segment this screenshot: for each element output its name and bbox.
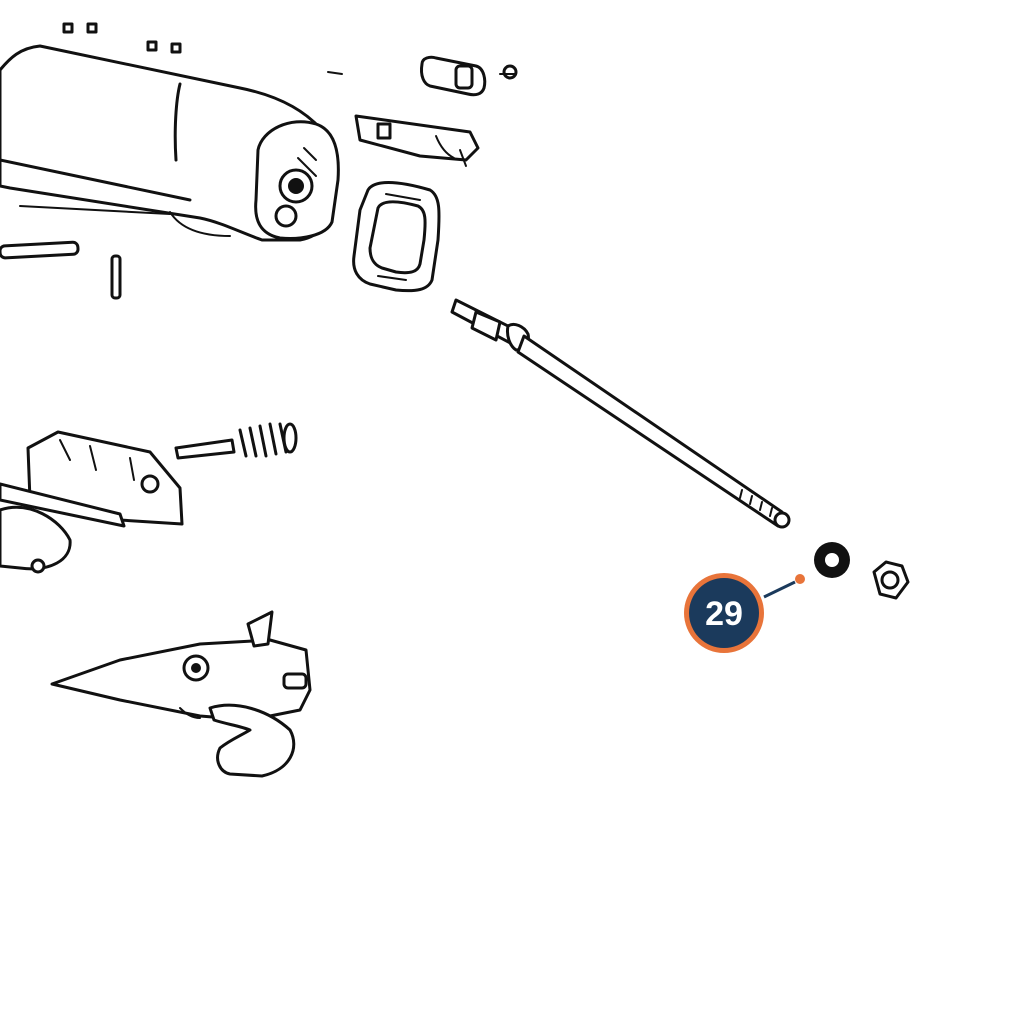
- bracket-part: [354, 114, 480, 167]
- spring-bolt-assembly: [174, 422, 298, 460]
- latch-cap: [420, 55, 518, 97]
- small-screws-group: [62, 22, 343, 75]
- washer-part: [814, 542, 850, 578]
- trigger-group: [50, 610, 312, 778]
- bolt-carrier: [0, 430, 184, 574]
- callout-fill: [689, 578, 759, 648]
- nut-part: [872, 560, 910, 600]
- callout-leader-line: [763, 580, 796, 599]
- callout-leader-dot: [795, 574, 805, 584]
- callout-leader: [763, 574, 805, 599]
- gasket-plate: [352, 181, 441, 293]
- callout-label: 29: [705, 595, 743, 633]
- receiver-body: [0, 44, 340, 242]
- callout-badge[interactable]: 29: [684, 573, 764, 653]
- pins-group: [0, 240, 122, 300]
- tension-rod: [450, 298, 791, 529]
